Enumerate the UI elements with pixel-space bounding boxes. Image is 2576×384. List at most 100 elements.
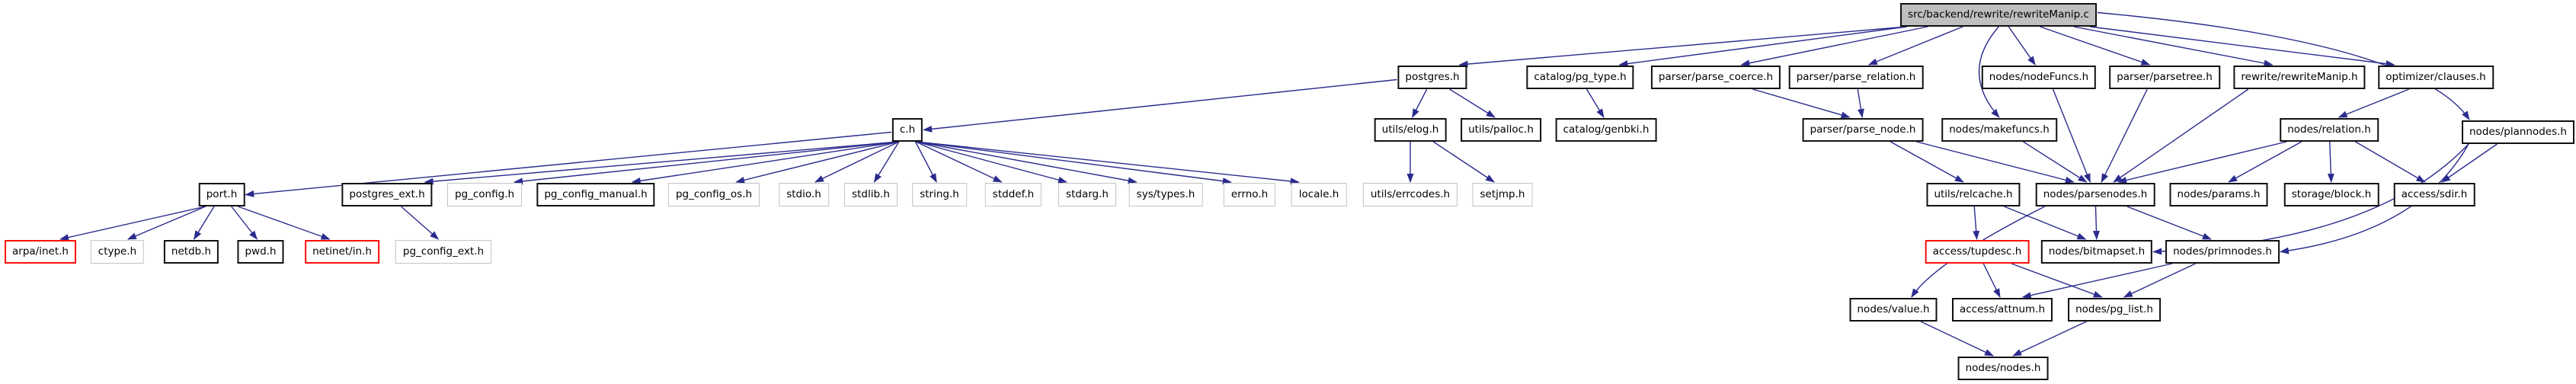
edge-relation_h-to-sdir_h [2355, 141, 2426, 183]
graph-node-pg_config_h: pg_config.h [446, 183, 523, 206]
edge-c_h-to-pg_config_h [514, 141, 899, 185]
graph-node-postgres_h[interactable]: postgres.h [1397, 66, 1467, 89]
graph-node-genbki_h[interactable]: catalog/genbki.h [1555, 118, 1657, 142]
edge-relation_h-to-parsenodes_h [2117, 141, 2287, 184]
edge-root-to-nodefuncs_h [2008, 26, 2036, 66]
graph-node-netdb_h[interactable]: netdb.h [163, 240, 219, 264]
graph-node-pg_config_ext_h: pg_config_ext.h [395, 240, 492, 264]
graph-node-makefuncs_h[interactable]: nodes/makefuncs.h [1941, 118, 2057, 142]
edge-tupdesc_h-to-pg_list_h [2011, 263, 2103, 298]
graph-node-primnodes_h[interactable]: nodes/primnodes.h [2165, 240, 2280, 264]
edge-c_h-to-postgres_ext_h [424, 141, 899, 185]
graph-node-elog_h[interactable]: utils/elog.h [1374, 118, 1447, 142]
edge-parse_node_h-to-parsenodes_h [1916, 141, 2075, 184]
graph-node-pg_list_h[interactable]: nodes/pg_list.h [2068, 298, 2161, 322]
graph-node-errno_h: errno.h [1223, 183, 1276, 206]
graph-node-attnum_h[interactable]: access/attnum.h [1951, 298, 2053, 322]
edge-port_h-to-ctype_h [126, 206, 206, 240]
edge-c_h-to-stdlib_h [873, 141, 900, 183]
graph-node-rewritemanip_h[interactable]: rewrite/rewriteManip.h [2233, 66, 2366, 89]
edge-relation_h-to-params_h [2228, 141, 2302, 183]
graph-node-pg_type_h[interactable]: catalog/pg_type.h [1526, 66, 1634, 89]
graph-node-pg_config_os_h: pg_config_os.h [667, 183, 760, 206]
edge-root-to-postgres_h [1458, 26, 1908, 68]
graph-node-parsetree_h[interactable]: parser/parsetree.h [2109, 66, 2220, 89]
graph-node-parse_node_h[interactable]: parser/parse_node.h [1802, 118, 1924, 142]
edge-nodefuncs_h-to-parsenodes_h [2052, 88, 2091, 183]
graph-node-root: src/backend/rewrite/rewriteManip.c [1900, 3, 2097, 27]
graph-node-netinet_in_h[interactable]: netinet/in.h [305, 240, 379, 264]
edge-primnodes_h-to-pg_list_h [2123, 263, 2196, 298]
graph-node-nodes_h[interactable]: nodes/nodes.h [1957, 357, 2049, 380]
graph-node-stddef_h: stddef.h [984, 183, 1042, 206]
edge-clauses_h-to-relation_h [2338, 88, 2410, 118]
edge-port_h-to-netinet_in_h [238, 206, 331, 240]
edge-plannodes_h-to-sdir_h [2441, 143, 2498, 183]
graph-node-sdir_h[interactable]: access/sdir.h [2393, 183, 2475, 206]
edge-root-to-clauses_h [2089, 26, 2395, 68]
graph-node-value_h[interactable]: nodes/value.h [1849, 298, 1938, 322]
edge-postgres_h-to-c_h [923, 78, 1397, 133]
edge-c_h-to-errno_h [916, 141, 1232, 185]
edge-makefuncs_h-to-parsenodes_h [2023, 141, 2088, 183]
edge-postgres_h-to-elog_h [1411, 88, 1428, 118]
edge-c_h-to-stdio_h [814, 141, 900, 183]
edge-rewritemanip_h-to-parsenodes_h [2113, 88, 2249, 183]
graph-node-arpa_inet_h[interactable]: arpa/inet.h [5, 240, 76, 264]
edge-postgres_h-to-palloc_h [1449, 88, 1496, 118]
graph-node-port_h[interactable]: port.h [198, 183, 245, 206]
graph-node-palloc_h[interactable]: utils/palloc.h [1461, 118, 1541, 142]
graph-node-clauses_h[interactable]: optimizer/clauses.h [2378, 66, 2494, 89]
graph-node-parse_coerce_h[interactable]: parser/parse_coerce.h [1650, 66, 1781, 89]
edge-root-to-parsetree_h [2040, 26, 2151, 66]
graph-node-parse_relation_h[interactable]: parser/parse_relation.h [1788, 66, 1924, 89]
edge-primnodes_h-to-attnum_h [2021, 263, 2173, 299]
graph-node-errcodes_h: utils/errcodes.h [1362, 183, 1458, 206]
graph-node-relcache_h[interactable]: utils/relcache.h [1926, 183, 2021, 206]
edge-c_h-to-pg_config_os_h [735, 141, 900, 184]
graph-node-tupdesc_h[interactable]: access/tupdesc.h [1925, 240, 2030, 264]
edge-c_h-to-stdarg_h [915, 141, 1067, 184]
graph-node-sys_types_h: sys/types.h [1128, 183, 1203, 206]
graph-node-pwd_h[interactable]: pwd.h [237, 240, 284, 264]
edge-postgres_ext_h-to-pg_config_ext_h [401, 206, 440, 240]
graph-node-stdio_h: stdio.h [779, 183, 829, 206]
edge-pg_type_h-to-genbki_h [1586, 88, 1605, 118]
edge-c_h-to-stddef_h [915, 141, 1003, 183]
edge-parsenodes_h-to-primnodes_h [2126, 206, 2212, 240]
graph-node-bitmapset_h[interactable]: nodes/bitmapset.h [2040, 240, 2153, 264]
edge-relcache_h-to-bitmapset_h [2004, 206, 2087, 240]
graph-node-stdlib_h: stdlib.h [844, 183, 898, 206]
graph-node-plannodes_h[interactable]: nodes/plannodes.h [2462, 120, 2574, 144]
graph-node-relation_h[interactable]: nodes/relation.h [2280, 118, 2379, 142]
edge-parsenodes_h-to-bitmapset_h [2092, 206, 2100, 240]
graph-node-ctype_h: ctype.h [90, 240, 145, 264]
edge-elog_h-to-setjmp_h [1432, 141, 1495, 183]
graph-node-block_h[interactable]: storage/block.h [2283, 183, 2379, 206]
edge-c_h-to-locale_h [916, 141, 1300, 185]
edge-relation_h-to-block_h [2327, 141, 2334, 183]
edge-root-to-pg_type_h [1618, 26, 1908, 68]
edge-tupdesc_h-to-attnum_h [1982, 263, 2001, 298]
graph-node-params_h[interactable]: nodes/params.h [2169, 183, 2268, 206]
graph-node-parsenodes_h[interactable]: nodes/parsenodes.h [2035, 183, 2155, 206]
graph-node-string_h: string.h [912, 183, 967, 206]
edge-port_h-to-arpa_inet_h [59, 206, 206, 241]
edge-root-to-parse_relation_h [1867, 26, 1963, 66]
graph-node-locale_h: locale.h [1291, 183, 1347, 206]
edge-relcache_h-to-tupdesc_h [1973, 206, 1980, 240]
edge-c_h-to-sys_types_h [916, 141, 1138, 184]
graph-node-postgres_ext_h[interactable]: postgres_ext.h [341, 183, 433, 206]
edge-parse_relation_h-to-parse_node_h [1857, 88, 1864, 118]
edge-c_h-to-pg_config_manual_h [631, 141, 899, 184]
edge-value_h-to-nodes_h [1920, 321, 1994, 357]
graph-node-c_h[interactable]: c.h [891, 118, 923, 142]
graph-node-nodefuncs_h[interactable]: nodes/nodeFuncs.h [1981, 66, 2097, 89]
edge-root-to-rewritemanip_h [2073, 26, 2274, 67]
edge-c_h-to-string_h [914, 141, 937, 183]
edge-root-to-parse_coerce_h [1740, 26, 1928, 67]
edge-parse_coerce_h-to-parse_node_h [1752, 88, 1851, 119]
edge-port_h-to-pwd_h [231, 206, 258, 240]
graph-node-pg_config_manual_h[interactable]: pg_config_manual.h [536, 183, 655, 206]
